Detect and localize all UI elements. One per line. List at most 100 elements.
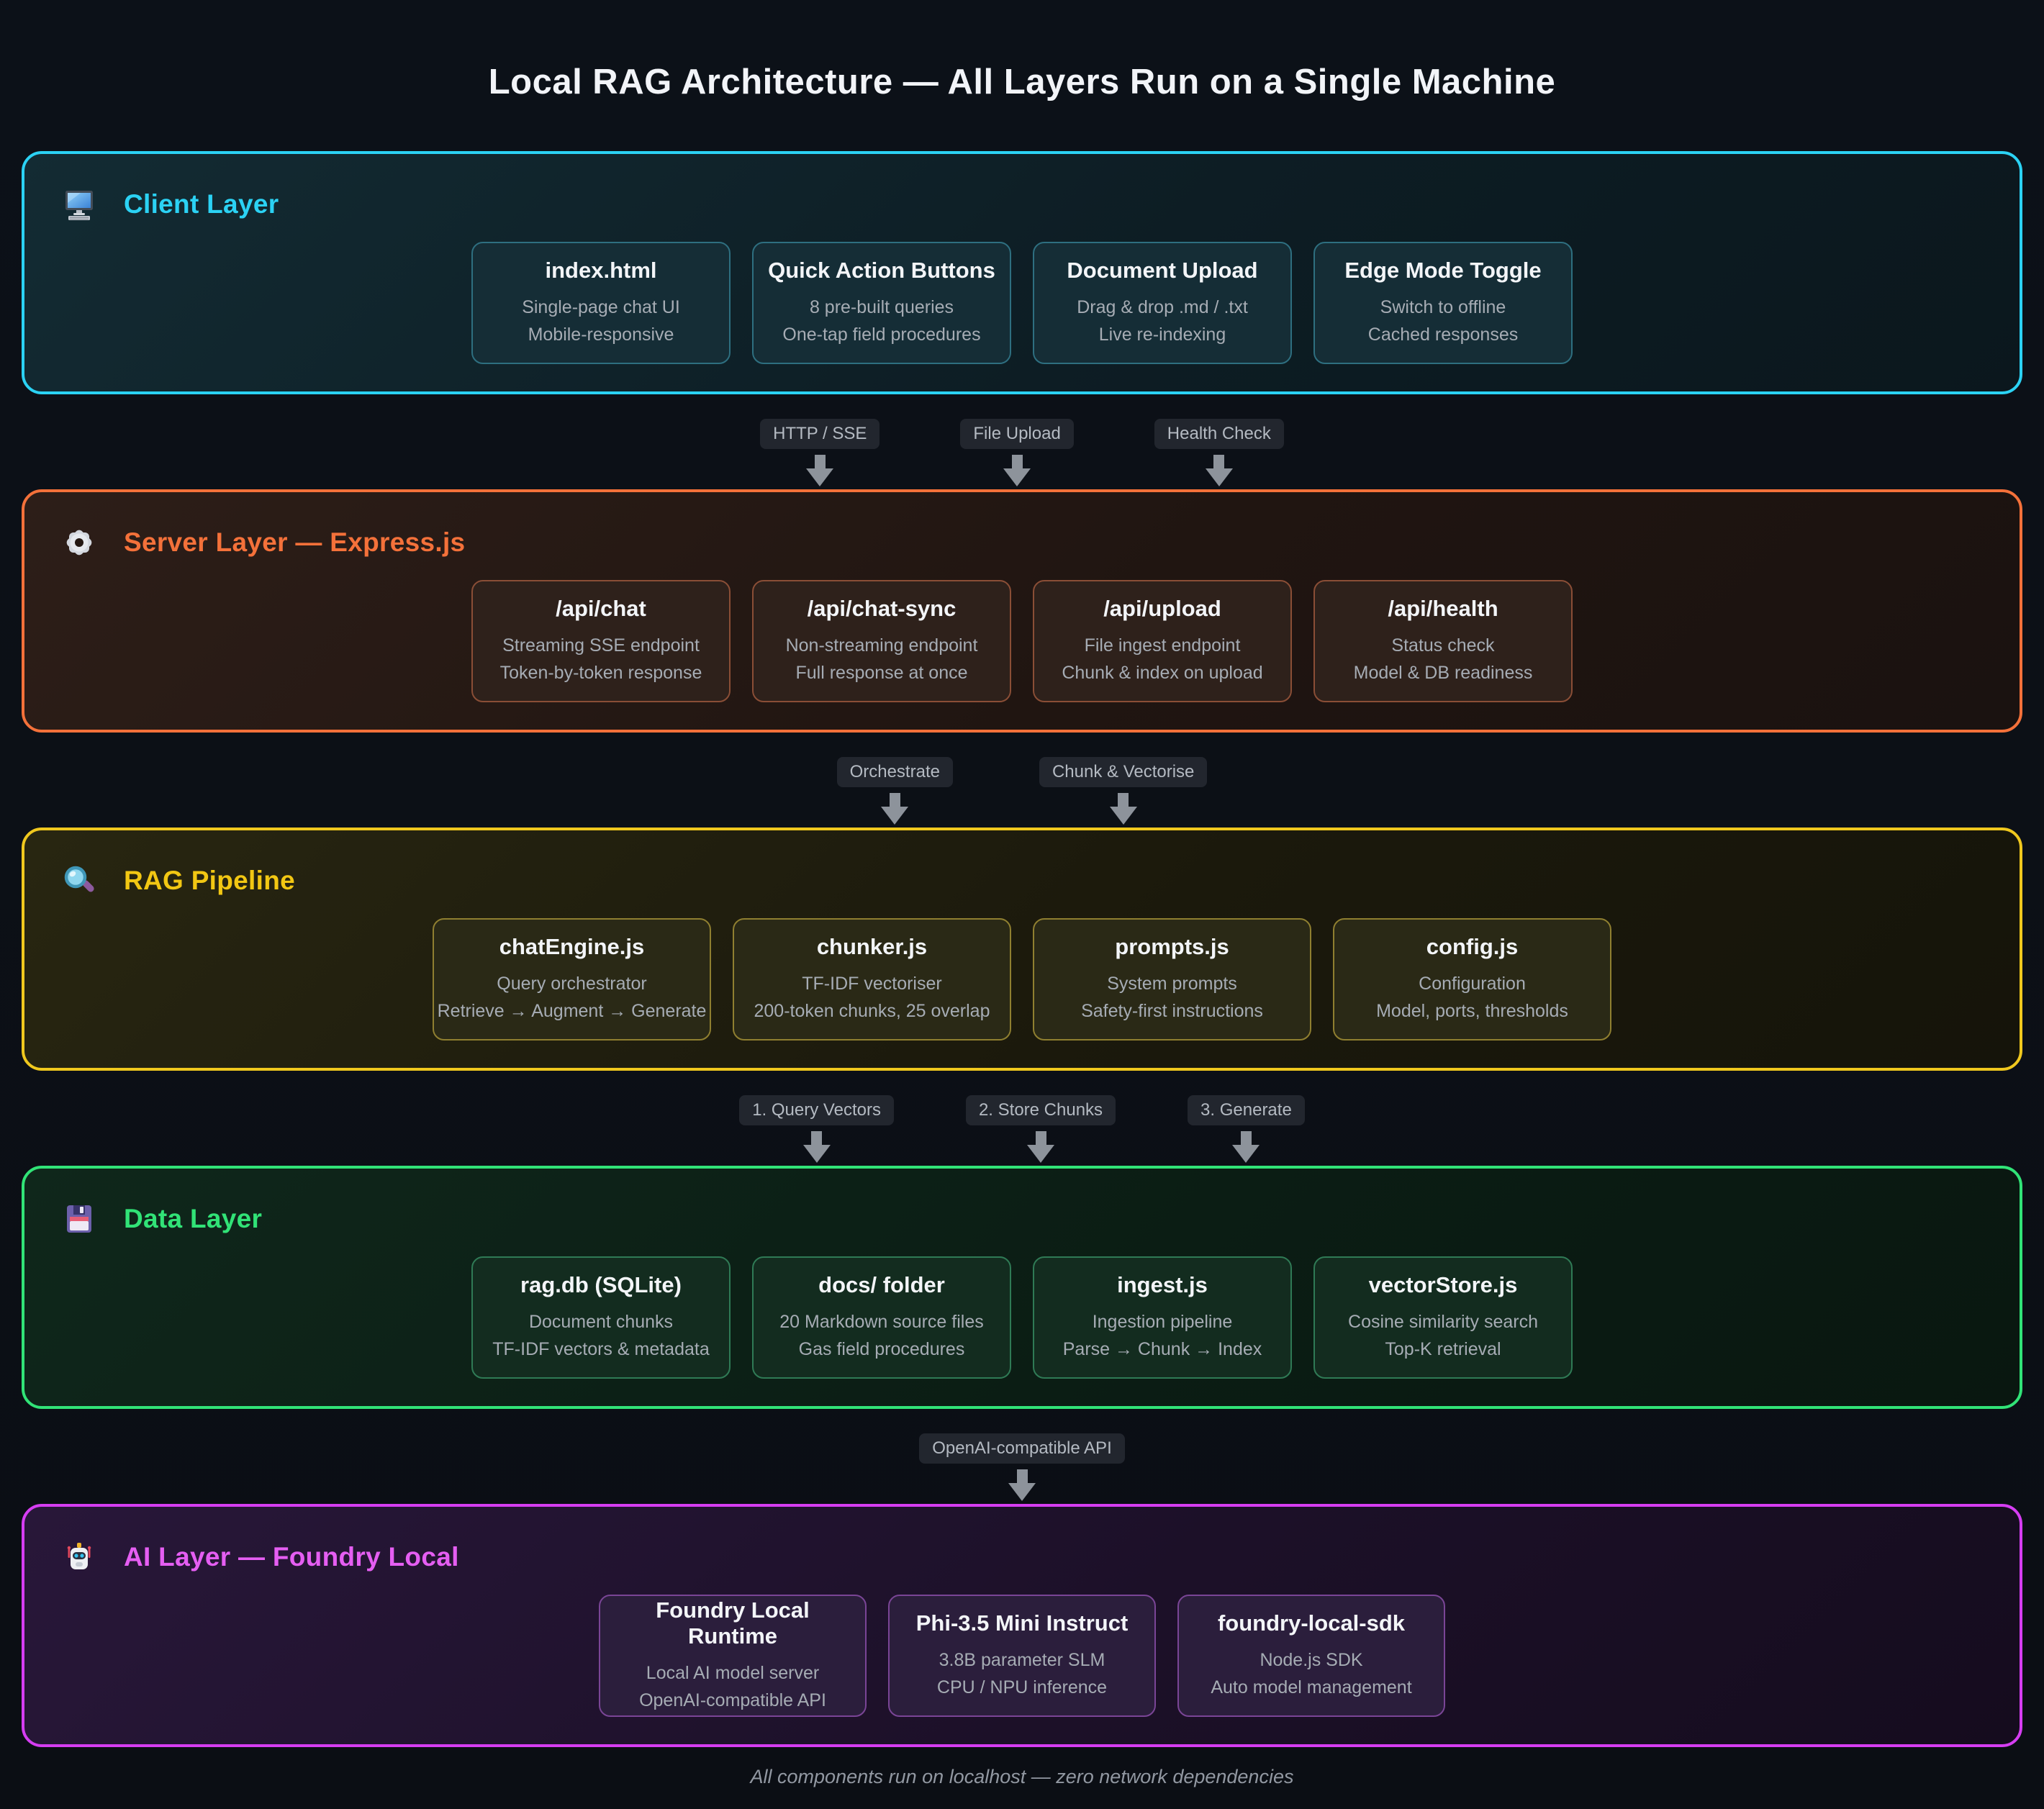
flow-health-check: Health Check [1154,419,1284,486]
card-chunker-js: chunker.js TF-IDF vectoriser 200-token c… [733,918,1011,1040]
card-line: 200-token chunks, 25 overlap [754,1000,990,1021]
layer-title: RAG Pipeline [124,866,295,895]
card-line: Switch to offline [1380,297,1506,317]
desktop-computer-icon [62,187,96,222]
magnifying-glass-icon [62,863,96,898]
card-line: OpenAI-compatible API [639,1690,826,1710]
flow-http-sse: HTTP / SSE [760,419,880,486]
connector-client-to-server: HTTP / SSE File Upload Health Check [0,394,2044,489]
card-prompts-js: prompts.js System prompts Safety-first i… [1033,918,1311,1040]
card-title: Edge Mode Toggle [1344,258,1542,283]
card-title: /api/chat-sync [807,596,957,621]
flow-store-chunks: 2. Store Chunks [965,1095,1116,1163]
data-layer-header: Data Layer [62,1202,1982,1236]
layer-title: AI Layer — Foundry Local [124,1542,459,1572]
connector-rag-to-data: 1. Query Vectors 2. Store Chunks 3. Gene… [0,1071,2044,1166]
card-title: /api/upload [1103,596,1221,621]
client-layer-header: Client Layer [62,187,1982,222]
flow-label-pill: OpenAI-compatible API [919,1433,1125,1464]
card-document-upload: Document Upload Drag & drop .md / .txt L… [1033,242,1292,364]
card-foundry-local-sdk: foundry-local-sdk Node.js SDK Auto model… [1177,1595,1445,1717]
card-title: rag.db (SQLite) [520,1272,682,1297]
rag-layer-header: RAG Pipeline [62,863,1982,898]
card-line: Node.js SDK [1260,1650,1363,1670]
card-title: Phi-3.5 Mini Instruct [915,1610,1129,1636]
card-line: Configuration [1419,974,1526,994]
card-line: Gas field procedures [798,1338,965,1359]
card-title: docs/ folder [818,1272,945,1297]
down-arrow-icon [1205,455,1233,486]
layer-title: Server Layer — Express.js [124,527,466,557]
card-line: Model & DB readiness [1353,662,1533,683]
card-line: Parse → Chunk → Index [1062,1338,1262,1359]
card-title: chunker.js [816,934,928,959]
footer-note: All components run on localhost — zero n… [750,1766,1294,1787]
card-line: 8 pre-built queries [809,297,954,317]
down-arrow-icon [1232,1131,1260,1163]
card-line: One-tap field procedures [782,324,981,345]
card-line: Cached responses [1367,324,1519,345]
card-line: Drag & drop .md / .txt [1077,297,1248,317]
card-api-chat-sync: /api/chat-sync Non-streaming endpoint Fu… [752,580,1011,702]
card-line: Chunk & index on upload [1062,662,1263,683]
card-line: Live re-indexing [1098,324,1226,345]
rag-cards: chatEngine.js Query orchestrator Retriev… [62,918,1982,1040]
card-quick-action-buttons: Quick Action Buttons 8 pre-built queries… [752,242,1011,364]
server-layer: Server Layer — Express.js /api/chat Stre… [22,489,2022,733]
floppy-disk-icon [62,1202,96,1236]
client-cards: index.html Single-page chat UI Mobile-re… [62,242,1982,364]
card-line: Status check [1391,635,1495,656]
robot-icon [62,1540,96,1574]
card-line: Mobile-responsive [528,324,674,345]
card-title: /api/chat [556,596,646,621]
card-title: ingest.js [1117,1272,1208,1297]
card-api-health: /api/health Status check Model & DB read… [1313,580,1573,702]
card-title: Quick Action Buttons [768,258,995,283]
card-title: Foundry Local Runtime [656,1597,810,1649]
card-line: Safety-first instructions [1081,1000,1263,1021]
layer-title: Client Layer [124,189,279,219]
connector-data-to-ai: OpenAI-compatible API [0,1409,2044,1504]
down-arrow-icon [1008,1469,1036,1501]
card-line: 20 Markdown source files [779,1312,984,1332]
flow-label-pill: 1. Query Vectors [739,1095,894,1125]
flow-query-vectors: 1. Query Vectors [739,1095,894,1163]
down-arrow-icon [1027,1131,1054,1163]
card-vectorstore-js: vectorStore.js Cosine similarity search … [1313,1256,1573,1379]
card-title: foundry-local-sdk [1217,1610,1406,1636]
card-index-html: index.html Single-page chat UI Mobile-re… [471,242,731,364]
card-line: Top-K retrieval [1385,1338,1501,1359]
card-title: Document Upload [1067,258,1258,283]
card-ingest-js: ingest.js Ingestion pipeline Parse → Chu… [1033,1256,1292,1379]
card-line: Auto model management [1211,1677,1412,1697]
card-line: Streaming SSE endpoint [502,635,700,656]
card-line: Full response at once [795,662,968,683]
down-arrow-icon [1109,793,1137,825]
card-line: Non-streaming endpoint [785,635,978,656]
flow-openai-compatible-api: OpenAI-compatible API [919,1433,1125,1501]
card-api-chat: /api/chat Streaming SSE endpoint Token-b… [471,580,731,702]
card-line: Retrieve → Augment → Generate [437,1000,707,1021]
card-line: TF-IDF vectors & metadata [492,1338,710,1359]
card-line: 3.8B parameter SLM [939,1650,1105,1670]
card-line: Cosine similarity search [1348,1312,1538,1332]
card-rag-db-sqlite: rag.db (SQLite) Document chunks TF-IDF v… [471,1256,731,1379]
card-line: Local AI model server [646,1663,820,1683]
flow-label-pill: Health Check [1154,419,1284,449]
flow-label-pill: Chunk & Vectorise [1039,757,1208,787]
card-foundry-local-runtime: Foundry Local Runtime Local AI model ser… [599,1595,867,1717]
card-title: index.html [545,258,657,283]
page-title: Local RAG Architecture — All Layers Run … [488,63,1556,101]
card-line: Query orchestrator [497,974,647,994]
card-line: File ingest endpoint [1084,635,1241,656]
layer-title: Data Layer [124,1204,263,1233]
flow-orchestrate: Orchestrate [836,757,953,825]
card-api-upload: /api/upload File ingest endpoint Chunk &… [1033,580,1292,702]
card-phi-3-5-mini-instruct: Phi-3.5 Mini Instruct 3.8B parameter SLM… [888,1595,1156,1717]
card-config-js: config.js Configuration Model, ports, th… [1333,918,1611,1040]
card-docs-folder: docs/ folder 20 Markdown source files Ga… [752,1256,1011,1379]
down-arrow-icon [881,793,909,825]
card-title: chatEngine.js [499,934,645,959]
ai-layer: AI Layer — Foundry Local Foundry Local R… [22,1504,2022,1747]
flow-label-pill: 2. Store Chunks [965,1095,1116,1125]
